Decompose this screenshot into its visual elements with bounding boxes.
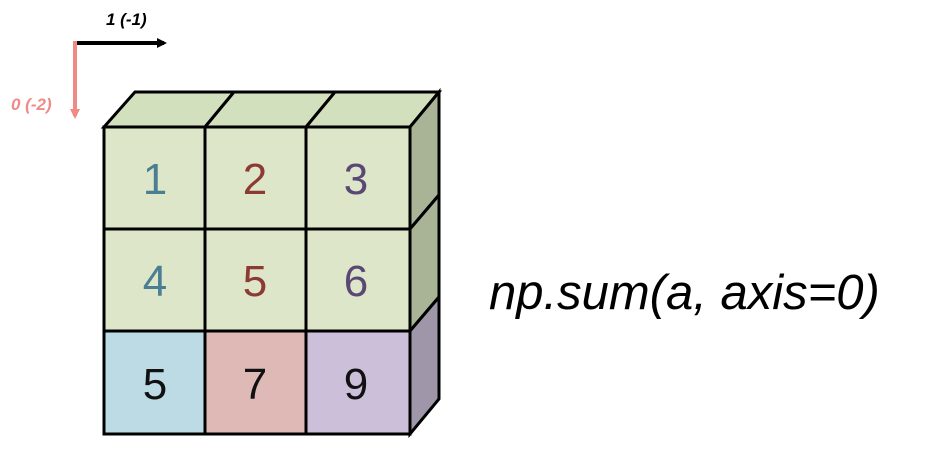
grid-row-1: 1 2 3 [102,125,412,231]
cell-r1-c2 [203,125,308,231]
cell-value: 2 [243,155,267,204]
cell-r1-c3 [304,125,412,231]
cell-value: 3 [344,155,368,204]
result-value: 5 [143,360,167,409]
cube-top-faces [100,90,443,129]
cube-side-faces [408,87,441,439]
cell-r2-c3 [304,227,412,333]
grid-result-row: 5 7 9 [102,329,412,436]
grid-row-2: 4 5 6 [102,227,412,333]
cell-value: 6 [344,257,368,306]
axis-0-label: 0 (-2) [11,95,52,114]
array-cube: 1 2 3 4 5 6 5 7 9 [100,87,443,439]
result-value: 9 [344,360,368,409]
expression-label: np.sum(a, axis=0) [489,266,880,320]
cell-value: 5 [243,257,267,306]
cell-value: 1 [143,155,167,204]
result-value: 7 [243,360,267,409]
axis-indicator: 1 (-1) 0 (-2) [11,10,167,119]
axis-1-label: 1 (-1) [106,10,147,29]
result-cell-1 [102,329,207,436]
result-cell-2 [203,329,308,436]
cell-value: 4 [143,257,167,306]
result-cell-3 [304,329,412,436]
